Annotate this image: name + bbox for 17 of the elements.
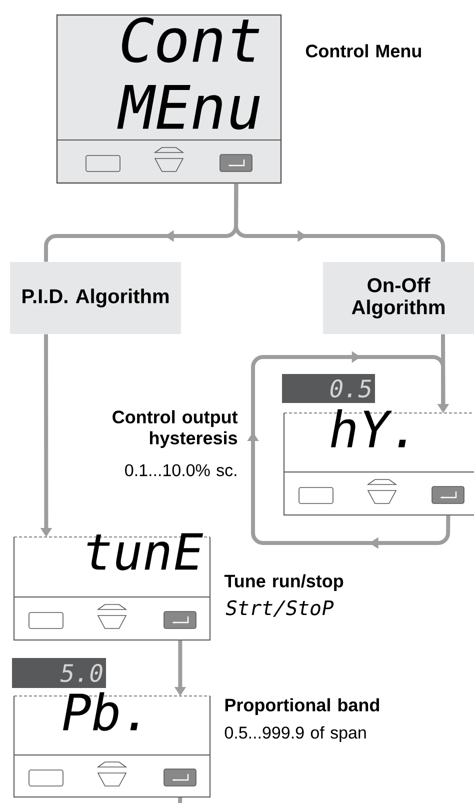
caption-text: 0.5...999.9 of span (224, 726, 366, 742)
caption-text: Control Menu (306, 44, 421, 58)
display-panel: hY. (284, 409, 474, 516)
display-panel: tunE (14, 533, 210, 640)
caption-text: 0.1...10.0% sc. (125, 464, 236, 476)
display-panel: Cont MEnu (56, 14, 282, 184)
arrow (247, 351, 450, 549)
algorithm-box: On-Off Algorithm (323, 262, 474, 334)
caption-text: Strt/StoP (226, 600, 334, 617)
caption-text: Tune run/stop (224, 574, 344, 591)
algorithm-box: P.I.D. Algorithm (10, 262, 181, 334)
caption-text: Proportional band (225, 698, 380, 715)
value-display: 0.5 (282, 374, 375, 403)
arrow (234, 183, 445, 262)
value-display: 5.0 (12, 658, 106, 688)
caption-text: Control output hysteresis (112, 410, 238, 448)
display-panel: Pb. (14, 692, 210, 798)
